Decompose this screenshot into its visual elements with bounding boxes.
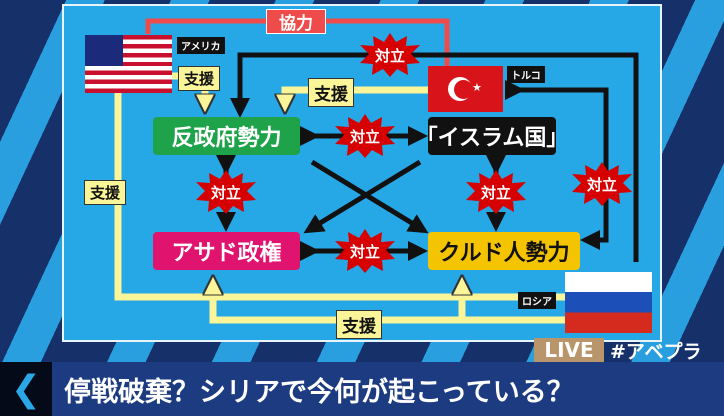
back-button[interactable]: ❮: [0, 362, 52, 416]
conflict-burst: 対立: [360, 33, 420, 77]
assad-box: アサド政権: [153, 232, 300, 270]
headline-bar: ❮ 停戦破棄？シリアで今何が起こっている？: [0, 362, 724, 416]
conflict-label: 対立: [586, 175, 617, 194]
kurds-box: クルド人勢力: [428, 232, 580, 270]
support-label: 支援: [336, 310, 382, 339]
usa-label: アメリカ: [177, 37, 225, 54]
rebels-box: 反政府勢力: [153, 117, 300, 155]
support-label: 支援: [84, 180, 127, 205]
hashtag: #アベプラ: [610, 340, 702, 363]
live-badge: LIVE: [534, 338, 604, 362]
turkey-flag: ★: [428, 66, 503, 112]
conflict-burst: 対立: [572, 162, 632, 206]
conflict-burst: 対立: [335, 229, 395, 273]
conflict-burst: 対立: [466, 170, 526, 214]
support-label: 支援: [178, 66, 221, 91]
conflict-label: 対立: [349, 127, 380, 146]
cooperation-label: 協力: [266, 9, 326, 34]
headline-text: 停戦破棄？シリアで今何が起こっている？: [64, 376, 574, 408]
conflict-label: 対立: [349, 242, 380, 261]
conflict-label: 対立: [480, 183, 511, 202]
conflict-label: 対立: [210, 183, 241, 202]
russia-flag: [565, 272, 652, 333]
turkey-label: トルコ: [507, 66, 545, 83]
conflict-label: 対立: [374, 46, 405, 65]
turkey-kurds-conflict-line: [505, 80, 609, 250]
turkey-rebels-conflict-line: [230, 52, 639, 262]
isis-box: 「イスラム国」: [416, 117, 568, 155]
usa-flag: [85, 35, 172, 93]
russia-label: ロシア: [518, 292, 556, 309]
support-label: 支援: [308, 78, 354, 107]
chevron-left-icon: ❮: [10, 368, 42, 410]
conflict-burst: 対立: [335, 114, 395, 158]
conflict-burst: 対立: [196, 170, 256, 214]
